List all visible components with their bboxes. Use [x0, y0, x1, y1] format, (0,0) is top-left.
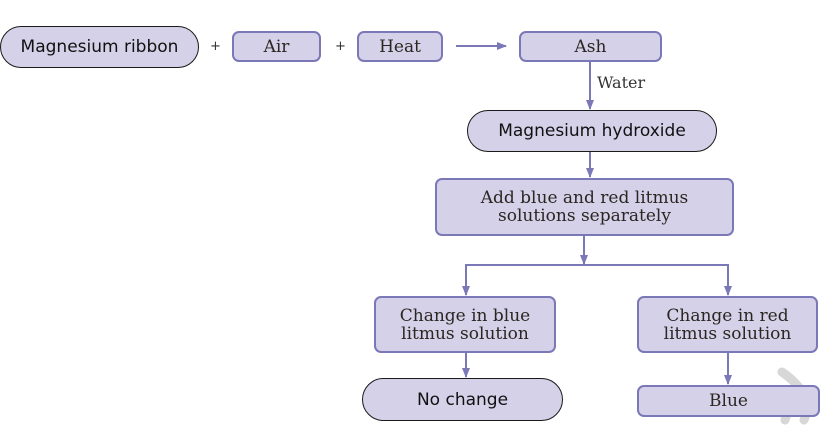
node-heat: Heat	[357, 31, 443, 62]
node-label-line2: solutions separately	[498, 206, 671, 226]
plus-sign: +	[210, 39, 221, 54]
node-label: Magnesium ribbon	[20, 37, 179, 57]
plus-sign: +	[335, 39, 346, 54]
node-label-line2: litmus solution	[663, 323, 792, 344]
node-air: Air	[232, 31, 321, 62]
node-label: Heat	[379, 36, 421, 57]
node-label: Magnesium hydroxide	[498, 121, 686, 141]
node-label: Blue	[709, 391, 748, 411]
node-magnesium-hydroxide: Magnesium hydroxide	[467, 110, 717, 152]
node-magnesium-ribbon: Magnesium ribbon	[0, 26, 199, 68]
node-add-litmus: Add blue and red litmus solutions separa…	[435, 178, 734, 236]
node-label-line1: Add blue and red litmus	[480, 188, 689, 208]
node-blue: Blue	[637, 385, 820, 417]
node-label-line2: litmus solution	[401, 323, 529, 344]
node-label-line1: Change in red	[666, 305, 789, 326]
node-label: No change	[416, 389, 509, 410]
node-red-litmus-change: Change in red litmus solution	[637, 296, 818, 353]
node-label: Air	[263, 36, 290, 57]
node-ash: Ash	[519, 31, 662, 62]
node-no-change: No change	[362, 378, 563, 421]
node-blue-litmus-change: Change in blue litmus solution	[374, 296, 556, 353]
node-label: Ash	[574, 36, 607, 57]
split-connector	[465, 264, 729, 295]
edge-label-water: Water	[597, 73, 646, 92]
node-label-line1: Change in blue	[399, 305, 531, 326]
